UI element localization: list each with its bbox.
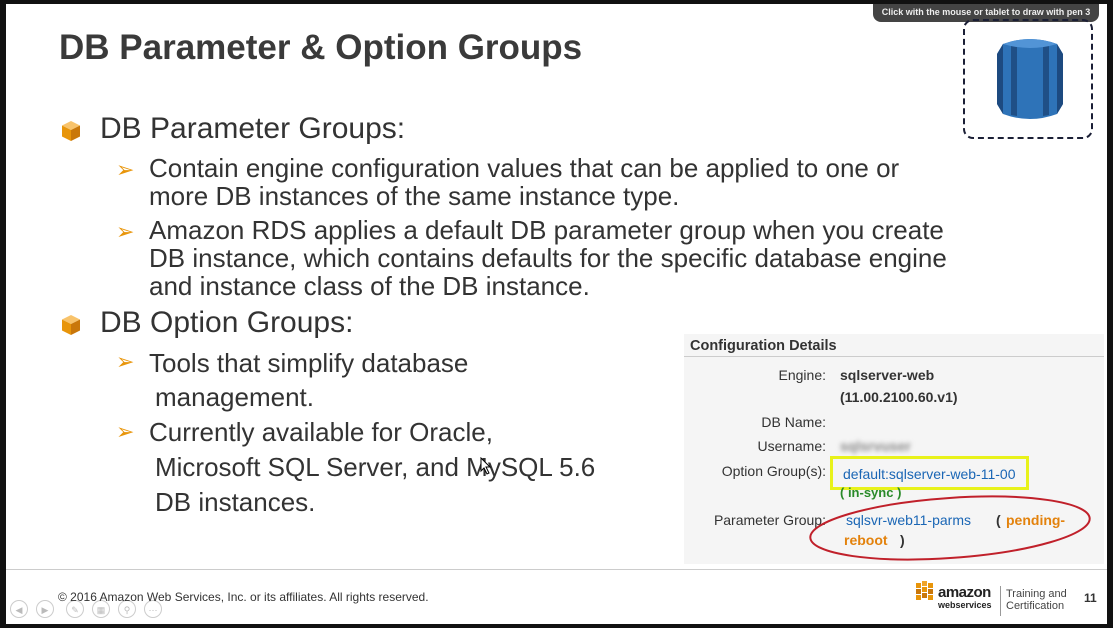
parameter-status-reboot: reboot	[844, 532, 888, 548]
bullet-text: Contain engine configuration values that…	[149, 153, 900, 211]
aws-sub-wordmark: webservices	[938, 600, 992, 610]
arrow-bullet-icon: ➢	[116, 349, 135, 374]
footer-divider	[6, 569, 1107, 570]
option-group-label: Option Group(s):	[721, 463, 826, 479]
aws-wordmark: amazon	[938, 584, 991, 601]
zoom-icon[interactable]: ⚲	[118, 600, 136, 618]
engine-label: Engine:	[778, 367, 826, 383]
option-group-status: ( in-sync )	[840, 485, 902, 500]
bullet-text: Tools that simplify database management.	[149, 348, 469, 412]
training-line-1: Training and	[1006, 588, 1067, 600]
bullet-text: Currently available for Oracle, Microsof…	[149, 417, 596, 517]
section-heading: DB Option Groups:	[100, 306, 354, 339]
engine-version: (11.00.2100.60.v1)	[840, 389, 958, 405]
parameter-status-pending: pending-	[1006, 512, 1066, 528]
configuration-details-panel: Configuration Details Engine: sqlserver-…	[684, 334, 1104, 564]
username-value-blurred: sqlsrvuser	[840, 438, 911, 454]
parameter-group-label: Parameter Group:	[713, 512, 826, 528]
logo-separator	[1000, 586, 1001, 616]
engine-value: sqlserver-web	[840, 367, 935, 383]
more-options-icon[interactable]: ⋯	[144, 600, 162, 618]
arrow-bullet-icon: ➢	[116, 419, 135, 444]
arrow-bullet-icon: ➢	[116, 157, 135, 182]
slide: Click with the mouse or tablet to draw w…	[6, 4, 1107, 624]
parameter-group-link[interactable]: sqlsvr-web11-parms	[846, 512, 971, 528]
section-heading: DB Parameter Groups:	[100, 112, 406, 145]
status-close-paren: )	[900, 532, 905, 548]
mouse-cursor-icon	[480, 457, 492, 475]
pen-icon[interactable]: ✎	[66, 600, 84, 618]
rds-logo-box	[963, 19, 1093, 139]
rds-database-icon	[997, 39, 1063, 119]
dbname-label: DB Name:	[761, 414, 826, 430]
cube-bullet-icon	[62, 121, 80, 141]
config-divider	[684, 356, 1104, 357]
option-group-link[interactable]: default:sqlserver-web-11-00	[830, 456, 1029, 490]
previous-slide-icon[interactable]: ◀	[10, 600, 28, 618]
training-line-2: Certification	[1006, 600, 1065, 612]
page-number: 11	[1084, 591, 1097, 605]
config-header: Configuration Details	[690, 338, 837, 354]
cube-bullet-icon	[62, 315, 80, 335]
username-label: Username:	[757, 438, 826, 454]
copyright-text: © 2016 Amazon Web Services, Inc. or its …	[58, 590, 429, 604]
red-ellipse-annotation	[809, 495, 1091, 561]
pen-hint-banner: Click with the mouse or tablet to draw w…	[873, 4, 1099, 22]
bullet-text: Amazon RDS applies a default DB paramete…	[149, 215, 947, 301]
slide-title: DB Parameter & Option Groups	[59, 28, 583, 67]
status-open-paren: (	[996, 512, 1001, 528]
slides-grid-icon[interactable]: ▦	[92, 600, 110, 618]
arrow-bullet-icon: ➢	[116, 219, 135, 244]
next-slide-icon[interactable]: ▶	[36, 600, 54, 618]
aws-logo-icon	[916, 581, 933, 600]
